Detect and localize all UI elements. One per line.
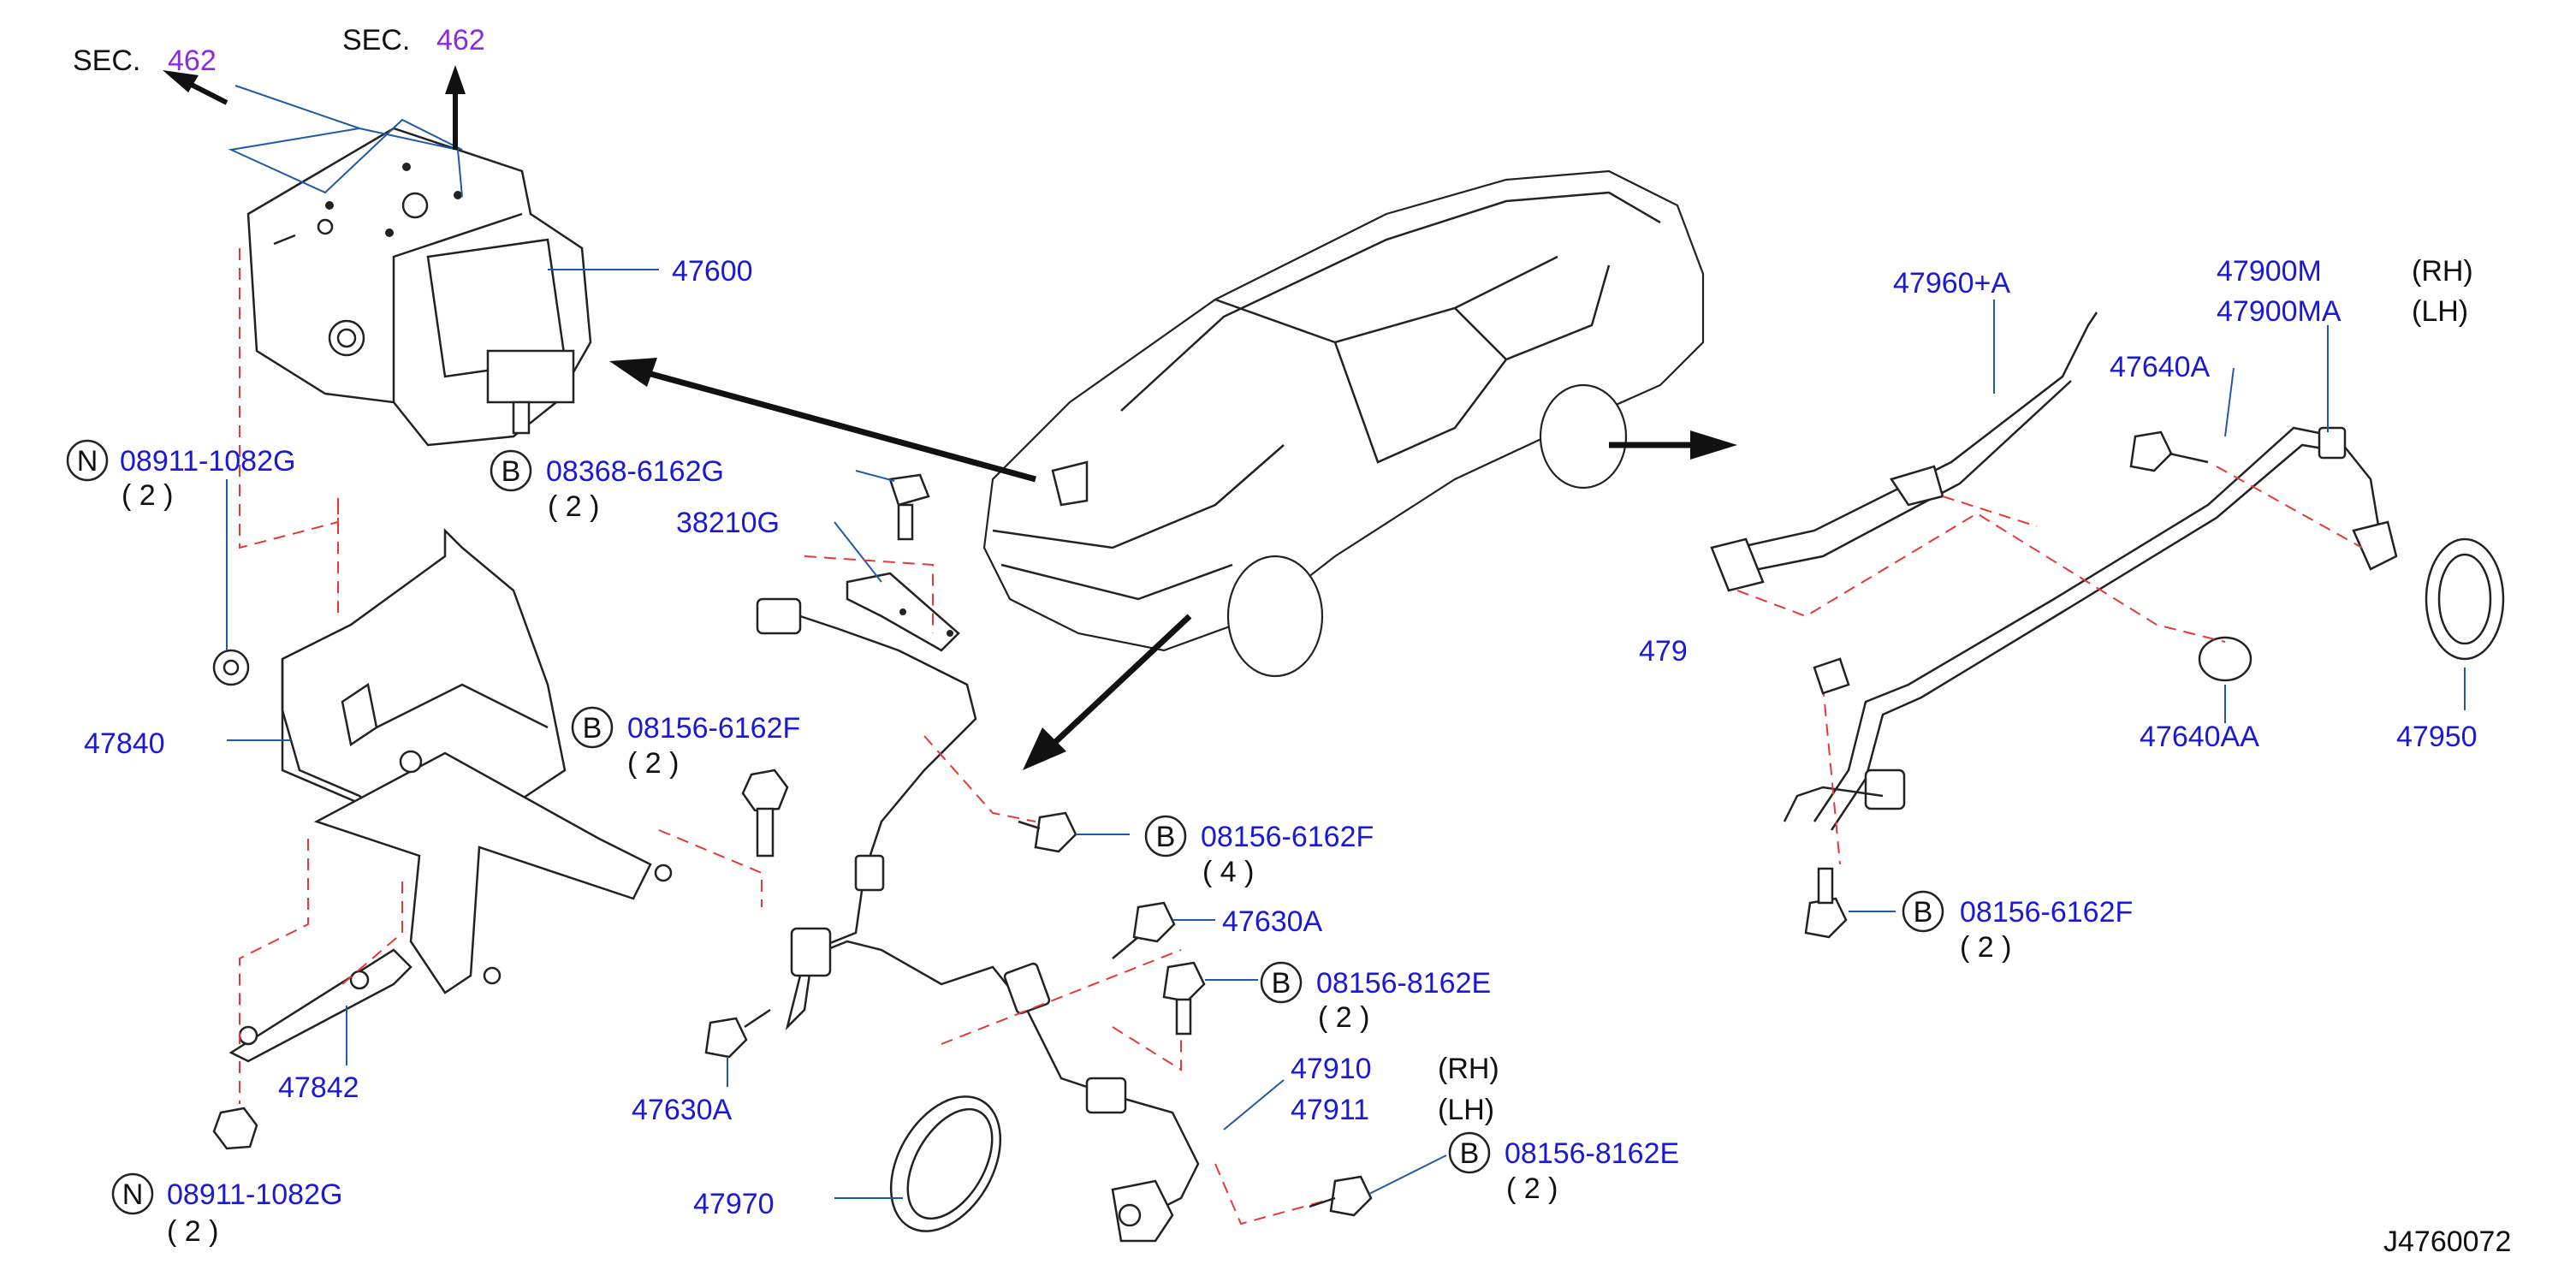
symbol-b-badge — [1902, 890, 1944, 933]
dashed-front-sensor-2 — [1112, 993, 1182, 1071]
label-47600[interactable]: 47600 — [672, 255, 753, 288]
leader-bolt-8162e-lower — [1368, 1154, 1447, 1195]
symbol-b-badge — [1260, 961, 1303, 1004]
sensor-harness-47900m — [1783, 426, 2398, 831]
vehicle-outline — [982, 169, 1705, 678]
fastener-qty-08156-8162e-lower: ( 2 ) — [1506, 1172, 1558, 1205]
bolt-08156-6162f-4 — [1018, 811, 1077, 853]
bolt-08156-8162e-upper — [1162, 961, 1206, 1036]
sec-number-1[interactable]: 462 — [168, 45, 217, 77]
fastener-code-08911-lower[interactable]: 08911-1082G — [167, 1178, 342, 1211]
bolt-08368 — [512, 401, 531, 435]
connector-front — [756, 597, 977, 874]
symbol-n-letter: N — [77, 445, 98, 478]
fastener-qty-08911-lower: ( 2 ) — [167, 1215, 218, 1248]
dashed-front-sensor — [941, 949, 1182, 1045]
abs-actuator-47600 — [246, 127, 592, 447]
symbol-b-letter: B — [1156, 821, 1176, 853]
fastener-qty-08156-8162e-upper: ( 2 ) — [1318, 1001, 1369, 1034]
label-47630a-lower[interactable]: 47630A — [632, 1094, 733, 1126]
bolt-38210g-top — [888, 473, 930, 541]
tone-ring-47970 — [889, 1095, 1002, 1232]
label-47900ma-side: (LH) — [2412, 295, 2468, 328]
sensor-harness-47910 — [785, 854, 1200, 1243]
dashed-38210g — [804, 555, 934, 633]
label-47900m[interactable]: 47900M — [2217, 255, 2322, 288]
dashed-assembly-left — [239, 248, 763, 1104]
label-47970[interactable]: 47970 — [693, 1188, 775, 1220]
label-47840[interactable]: 47840 — [84, 727, 165, 760]
symbol-b-badge — [1448, 1131, 1491, 1174]
label-47900m-side: (RH) — [2412, 255, 2473, 288]
symbol-b-letter: B — [502, 455, 521, 488]
bolt-47630a-lower — [704, 1008, 771, 1059]
nut-upper — [212, 649, 250, 686]
label-47630a-upper[interactable]: 47630A — [1222, 905, 1323, 938]
label-47640aa[interactable]: 47640AA — [2140, 721, 2259, 753]
sec-leaders — [163, 65, 466, 198]
small-clip-right — [1813, 657, 1850, 695]
symbol-n-badge — [111, 1172, 154, 1215]
symbol-n-letter: N — [122, 1178, 144, 1211]
bolt-08156-8162e-lower — [1309, 1175, 1373, 1217]
dashed-47640a — [2216, 466, 2363, 549]
plate-47842 — [229, 948, 413, 1063]
symbol-b-letter: B — [1272, 967, 1291, 1000]
bolt-08156-6162f-right — [1804, 867, 1848, 939]
fastener-qty-08911-upper: ( 2 ) — [122, 479, 173, 512]
sec-number-2[interactable]: 462 — [436, 24, 485, 56]
label-47900ma[interactable]: 47900MA — [2217, 295, 2342, 328]
dashed-47630a — [923, 735, 1036, 822]
label-47910-side: (RH) — [1438, 1053, 1499, 1085]
figure-id: J4760072 — [2383, 1225, 2511, 1258]
label-47950[interactable]: 47950 — [2396, 721, 2478, 753]
dashed-assembly-right — [1736, 496, 2226, 865]
sec-prefix-2: SEC. — [342, 24, 410, 56]
fastener-code-08156-6162f-right[interactable]: 08156-6162F — [1960, 896, 2133, 929]
bolt-47630a-upper — [1112, 901, 1176, 959]
fastener-code-08156-8162e-upper[interactable]: 08156-8162E — [1316, 967, 1491, 1000]
bracket-38210g — [846, 572, 960, 652]
fastener-code-08156-6162f-mid[interactable]: 08156-6162F — [627, 712, 800, 745]
fastener-code-08156-8162e-lower[interactable]: 08156-8162E — [1505, 1137, 1679, 1170]
sec-prefix-1: SEC. — [73, 45, 140, 77]
symbol-n-badge — [66, 439, 109, 482]
label-47911-side: (LH) — [1438, 1094, 1494, 1126]
fastener-qty-08156-6162f-mid: ( 2 ) — [627, 747, 679, 780]
fastener-code-08368[interactable]: 08368-6162G — [546, 455, 724, 488]
label-47842[interactable]: 47842 — [278, 1071, 359, 1104]
leader-bolt-top — [855, 470, 895, 482]
bolt-08156-6162f-mid — [741, 769, 789, 858]
fastener-qty-08156-6162f-right: ( 2 ) — [1960, 931, 2011, 964]
bolt-47640a — [2129, 430, 2209, 472]
fastener-qty-08156-6162f-4: ( 4 ) — [1202, 856, 1254, 888]
dashed-front-sensor-3 — [1214, 1163, 1336, 1225]
symbol-b-letter: B — [1460, 1137, 1480, 1170]
fastener-code-08156-6162f-4[interactable]: 08156-6162F — [1201, 821, 1374, 853]
sensor-harness-47960 — [1710, 312, 2098, 592]
fastener-code-08911-upper[interactable]: 08911-1082G — [120, 445, 295, 478]
symbol-b-badge — [571, 706, 614, 749]
bolt-47640aa — [2198, 636, 2253, 682]
tone-ring-47950 — [2425, 537, 2505, 661]
label-47960a[interactable]: 47960+A — [1893, 267, 2010, 300]
label-47911[interactable]: 47911 — [1291, 1094, 1369, 1126]
leader-38210g — [834, 521, 882, 583]
leader-47910 — [1223, 1079, 1285, 1131]
leader-47640a — [2224, 367, 2235, 437]
symbol-b-badge — [490, 449, 532, 492]
label-47910[interactable]: 47910 — [1291, 1053, 1372, 1085]
label-47640a[interactable]: 47640A — [2110, 351, 2211, 383]
label-38210g[interactable]: 38210G — [676, 507, 780, 539]
nut-lower — [212, 1107, 258, 1150]
fastener-qty-08368: ( 2 ) — [548, 490, 599, 523]
label-479-partial[interactable]: 479 — [1639, 635, 1688, 668]
symbol-b-badge — [1144, 815, 1187, 858]
symbol-b-letter: B — [583, 712, 602, 745]
bracket-47840 — [281, 527, 673, 994]
symbol-b-letter: B — [1914, 896, 1933, 929]
callout-arrows — [609, 358, 1737, 770]
